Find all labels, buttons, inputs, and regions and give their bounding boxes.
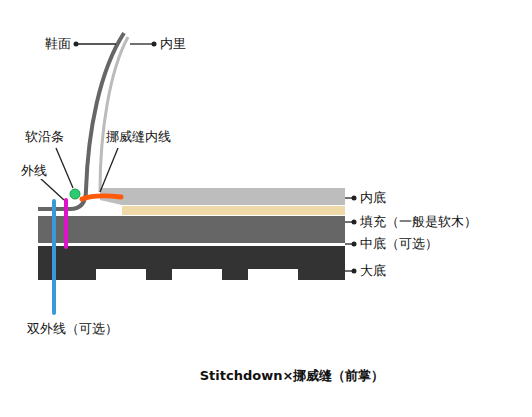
outer-stitch-label: 外线 [20, 163, 48, 179]
norwegian-stitch [82, 196, 121, 199]
outsole-label: 大底 [359, 263, 387, 279]
double-outer-stitch [52, 201, 56, 313]
outer-stitch [64, 200, 68, 247]
leader-dots [74, 42, 357, 274]
stitch-label: 挪威缝内线 [105, 129, 172, 145]
double-stitch-label: 双外线（可选） [26, 321, 119, 337]
lining [100, 37, 128, 192]
midsole-label: 中底（可选） [359, 236, 439, 252]
leader-lines [40, 44, 354, 271]
lining-label: 内里 [159, 36, 187, 52]
outsole [38, 246, 345, 280]
midsole [38, 216, 345, 243]
welt-strip [70, 189, 80, 199]
upper-label: 鞋面 [44, 36, 72, 52]
welt-label: 软沿条 [24, 129, 65, 145]
caption: Stitchdown×挪威缝（前掌） [200, 368, 385, 384]
insole [100, 188, 345, 205]
upper [38, 33, 124, 209]
insole-label: 内底 [359, 190, 387, 206]
cork-filling [122, 206, 345, 215]
filling-label: 填充（一般是软木） [359, 214, 478, 230]
outsole-lugs [96, 269, 298, 280]
